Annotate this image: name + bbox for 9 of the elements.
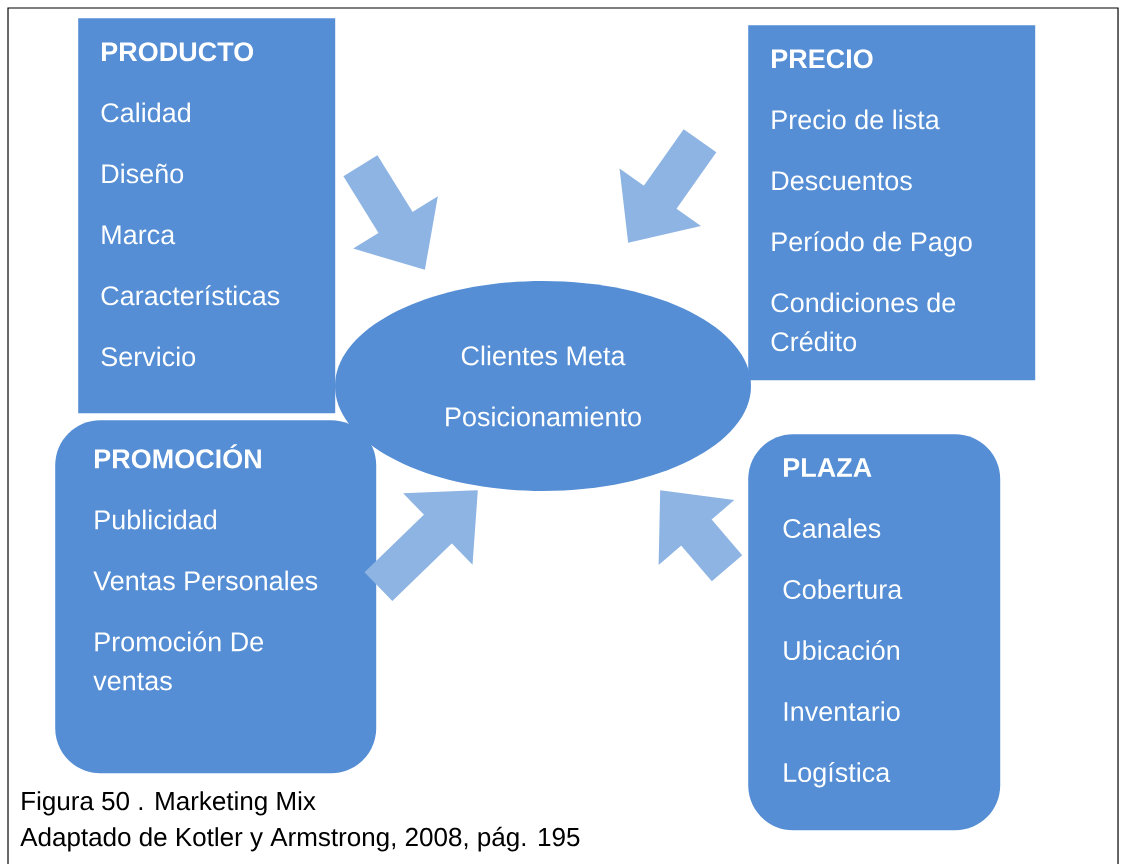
- node-label: Posicionamiento: [446, 406, 641, 427]
- figure-caption: Figura 50 . Marketing Mix: [22, 791, 316, 816]
- category-box: PRODUCTO Calidad Diseño Marca Características Servicio: [78, 18, 336, 414]
- source-note: Adaptado de Kotler y Armstrong, 2008, pág. 195: [20, 826, 580, 852]
- node-label: Clientes Meta: [461, 345, 626, 366]
- category-box: PRECIO Precio de lista Descuentos Período de Pago Condiciones de Crédito: [748, 25, 1036, 381]
- category-box: PROMOCIÓN Publicidad Ventas Personales Promoción De ventas: [55, 420, 377, 774]
- block-arrow: [364, 490, 478, 601]
- category-box: PLAZA Canales Cobertura Ubicación Inventario Logística: [748, 434, 1001, 831]
